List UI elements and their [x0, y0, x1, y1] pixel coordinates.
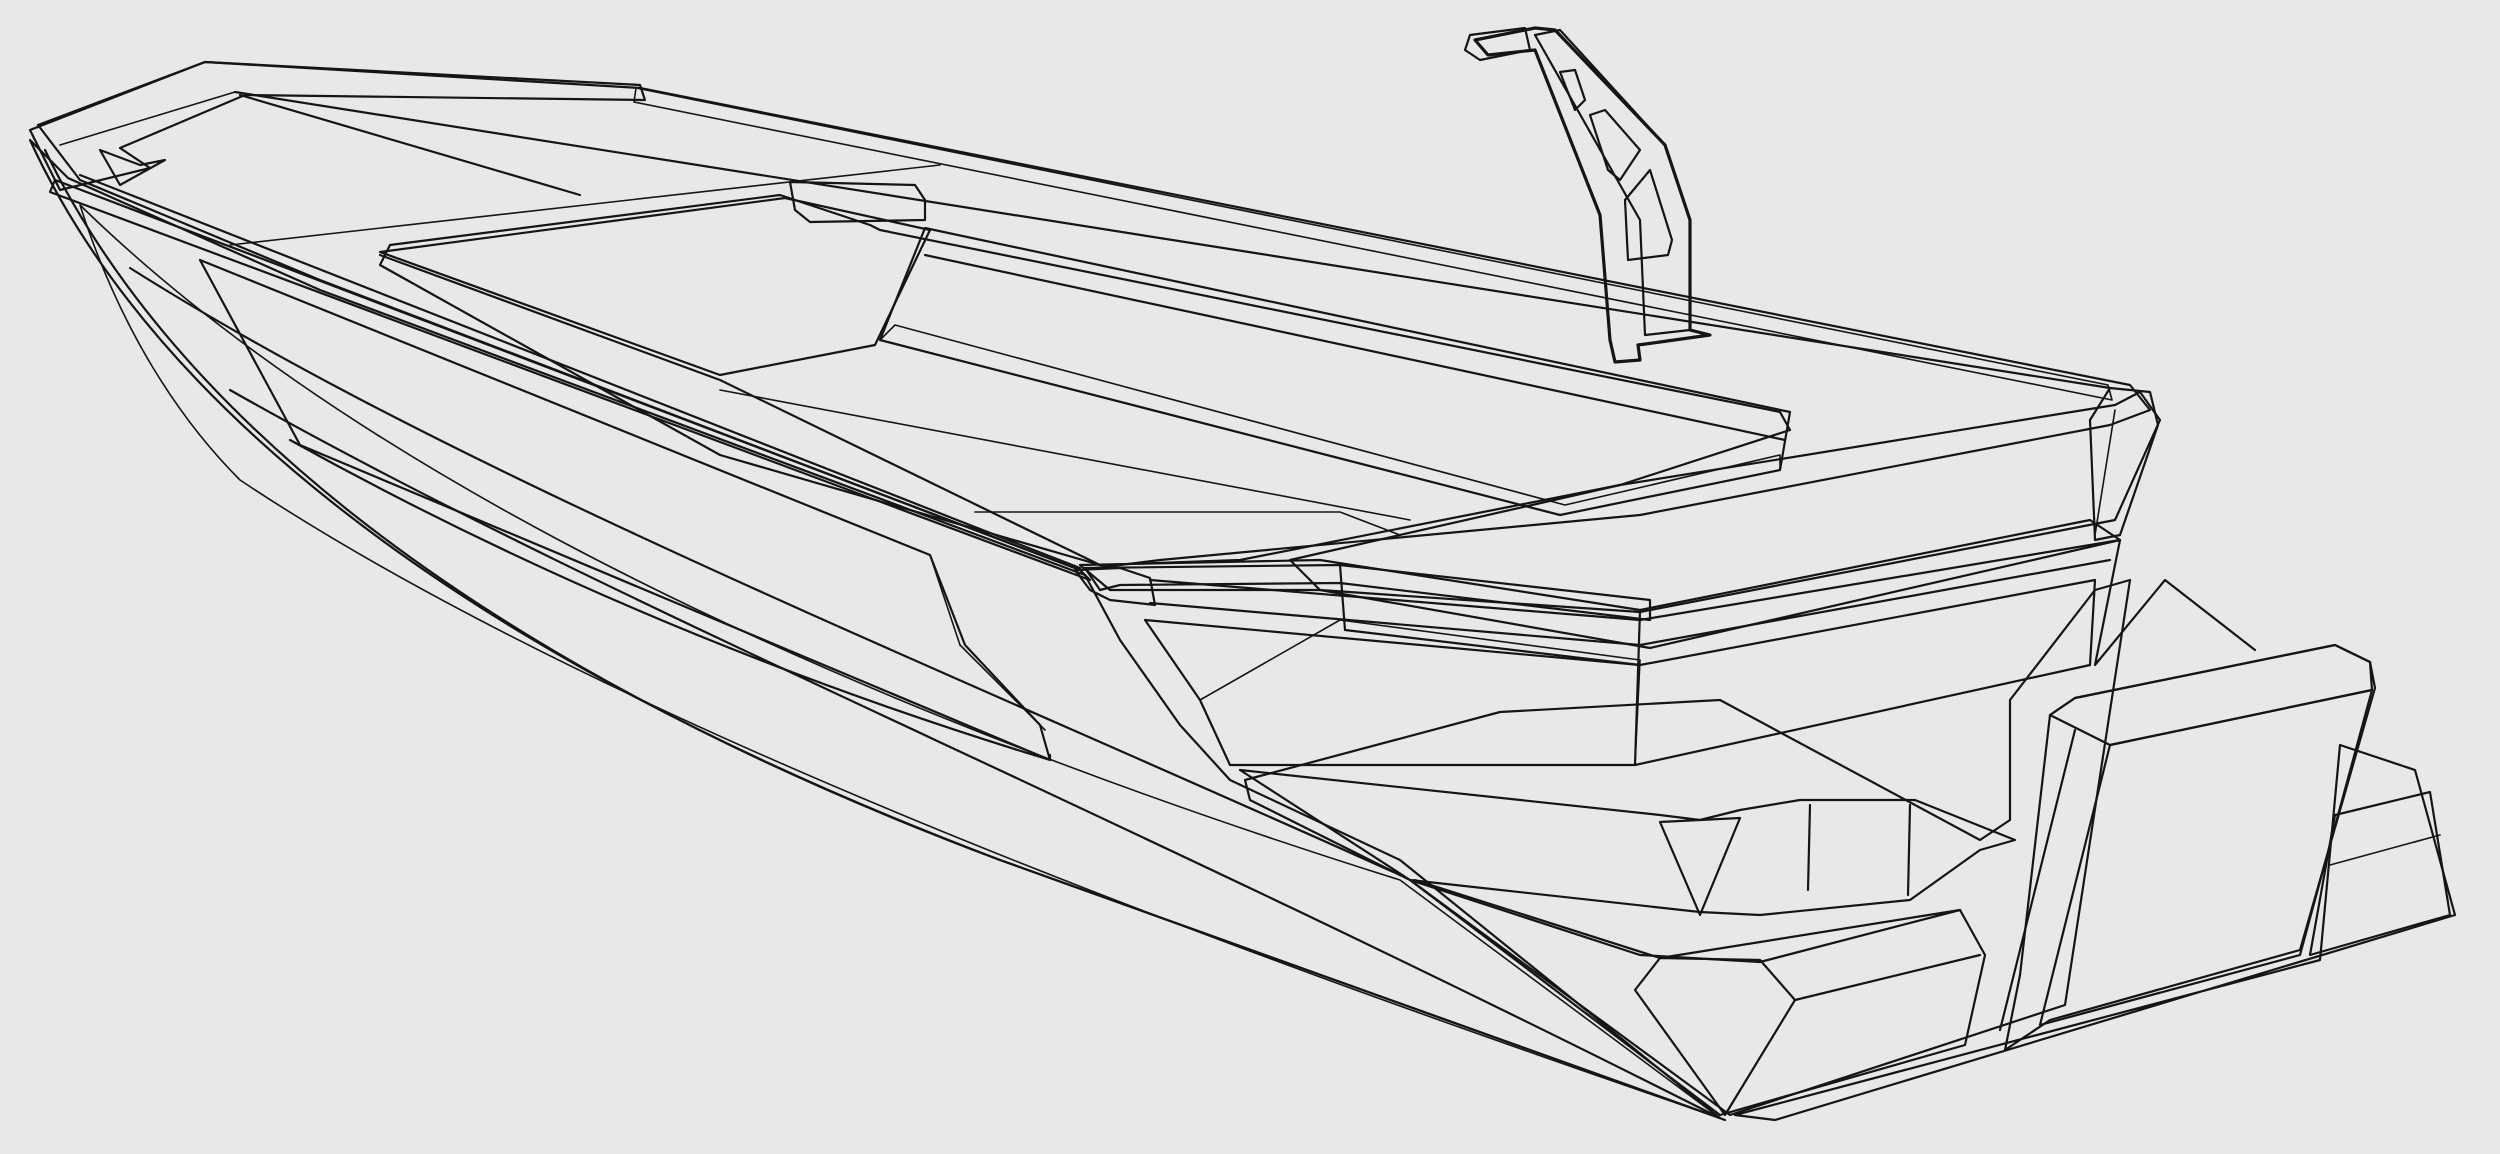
- deck: [28, 60, 2152, 582]
- stern-bench-divider: [1633, 608, 1642, 767]
- transom-white-notch-1: [1658, 816, 1742, 917]
- console-grip: [1463, 26, 1532, 62]
- stern-corner-post: [2088, 386, 2160, 542]
- console-bracket-face: [1533, 28, 1692, 337]
- forward-bulkhead: [378, 196, 932, 377]
- console-cutout-1: [1558, 68, 1587, 112]
- transom-quarter-side: [1998, 728, 2077, 1032]
- stern: [1078, 386, 2457, 1122]
- hull-strake-lower: [288, 438, 1052, 762]
- port-interior-wall: [378, 253, 1102, 567]
- transom-quarter-front: [2038, 688, 2374, 1027]
- transom-step-ledge-2: [1793, 953, 1982, 1002]
- hull-keel-line: [43, 148, 1727, 1122]
- bow-cleat: [98, 148, 167, 187]
- swim-step-top: [2308, 790, 2452, 957]
- starboard-gunwale-edge: [233, 90, 2112, 390]
- transom-well: [1243, 578, 2132, 1117]
- starboard-rail-highlight: [633, 87, 2113, 401]
- stern-corner-post-face: [2094, 409, 2116, 536]
- hull-strake-middle: [228, 388, 1722, 1120]
- bow-deck: [36, 60, 2152, 572]
- aft-gunwale-cap: [1083, 563, 1652, 622]
- steering-console: [1463, 26, 1712, 364]
- port-gunwale-line: [78, 173, 1082, 570]
- cockpit-floor-seam-1: [719, 389, 1411, 521]
- forward-bench: [788, 180, 927, 224]
- port-gunwale-rail: [48, 178, 1092, 582]
- aft-cleat: [1073, 566, 1157, 607]
- transom-white-notch-2: [1633, 956, 1797, 1117]
- cockpit: [229, 164, 1792, 567]
- swim-step: [1733, 743, 2457, 1122]
- interior-wall-seam: [923, 253, 1787, 442]
- starboard-interior-lower: [879, 324, 1781, 516]
- starboard-gunwale-inner: [238, 93, 582, 197]
- transom-step-ledge: [1413, 878, 1962, 960]
- hull-strake-upper: [128, 266, 1402, 877]
- cockpit-floor: [378, 193, 1792, 567]
- cockpit-floor-seam-2: [974, 511, 1401, 536]
- stern-bench-inner-face: [1199, 619, 1641, 766]
- console-cutout-2: [1588, 108, 1642, 182]
- bow-cap-inner: [59, 91, 236, 146]
- transom-step-lower: [1408, 878, 1987, 1117]
- stern-bench-top: [1288, 390, 2162, 614]
- aft-panel-line: [1338, 563, 1642, 667]
- swim-step-line: [2329, 834, 2441, 866]
- aft-gunwale: [1073, 563, 1652, 667]
- hull-chine-band: [79, 204, 1721, 1119]
- console-bracket: [1473, 26, 1712, 364]
- transom-vertical-2: [1906, 803, 1912, 897]
- forward-deck-sheer: [229, 164, 941, 246]
- hull-panel-divider-2: [959, 644, 1046, 731]
- stern-bench-rail-2: [1148, 558, 2112, 647]
- bow-cap: [28, 60, 647, 192]
- stern-bench-rail: [1148, 538, 2122, 622]
- hull-panel-divider: [929, 554, 961, 646]
- transom-vertical-1: [1806, 803, 1812, 892]
- stern-quarter-edge: [2093, 538, 2257, 667]
- transom-quarter-top: [2048, 643, 2374, 747]
- console-cutout-3: [1623, 168, 1674, 262]
